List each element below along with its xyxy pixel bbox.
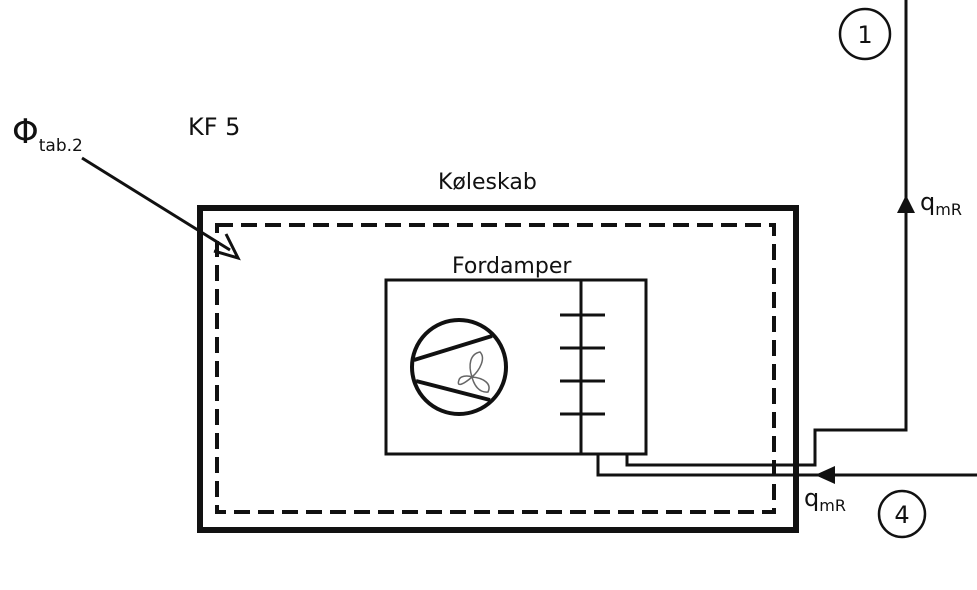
arrow-left-icon — [815, 466, 835, 484]
flow-label-bottom: qmR — [804, 484, 846, 515]
point-4-marker — [877, 489, 927, 539]
heat-loss-label: Φtab.2 — [12, 112, 83, 156]
evaporator-box — [384, 278, 648, 456]
evaporator-coil — [560, 280, 605, 454]
point-1-marker — [838, 7, 892, 61]
flow-label-top: qmR — [920, 188, 962, 219]
point-1-label: 1 — [857, 21, 872, 49]
heat-loss-arrow-line — [81, 156, 231, 252]
arrow-icon — [213, 233, 241, 261]
evaporator-label: Fordamper — [452, 254, 572, 279]
arrow-up-icon — [897, 195, 915, 213]
heat-loss-subscript: tab.2 — [39, 136, 83, 156]
refrigerant-pipes — [596, 0, 977, 477]
kf-label: KF 5 — [188, 113, 240, 141]
flow-bottom-subscript: mR — [819, 496, 846, 515]
point-4-label: 4 — [894, 501, 909, 529]
heat-loss-symbol: Φ — [12, 112, 39, 152]
flow-top-subscript: mR — [935, 200, 962, 219]
cabinet-label: Køleskab — [438, 170, 537, 195]
flow-bottom-symbol: q — [804, 484, 819, 512]
flow-top-symbol: q — [920, 188, 935, 216]
cabinet-inner-boundary — [215, 223, 776, 514]
fan-icon — [410, 318, 508, 416]
cabinet-outer-wall — [197, 205, 799, 533]
